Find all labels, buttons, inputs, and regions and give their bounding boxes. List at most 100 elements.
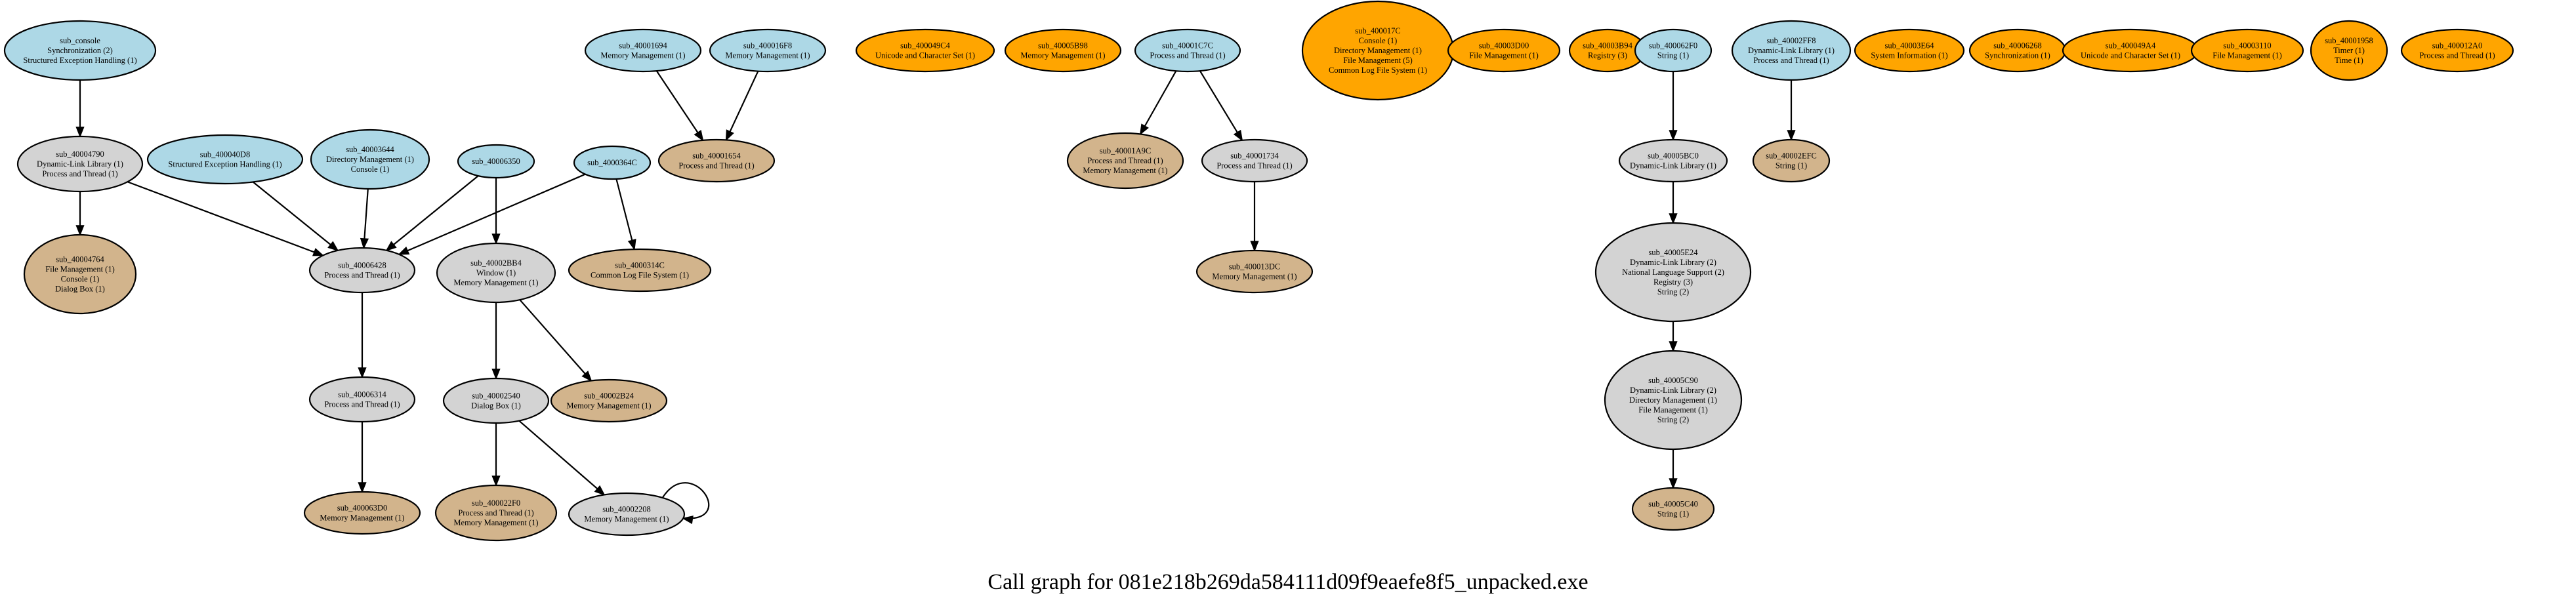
node-title: sub_400012A0 [2432, 41, 2482, 51]
node-title: sub_40002EFC [1766, 152, 1817, 161]
node-label-line: Process and Thread (1) [42, 169, 117, 178]
edge-line [615, 178, 633, 242]
node-label-line: Common Log File System (1) [591, 271, 689, 280]
node-label-line: Memory Management (1) [453, 518, 538, 527]
node-label-line: Memory Management (1) [584, 515, 669, 524]
node-ellipse [568, 492, 686, 536]
node-label-line: Unicode and Character Set (1) [2081, 51, 2180, 60]
node-title: sub_40001958 [2325, 36, 2373, 45]
node-label-line: Memory Management (1) [453, 278, 538, 287]
node-sub-4000364c: sub_4000364C [573, 145, 652, 180]
node-label-line: Dialog Box (1) [471, 401, 521, 411]
node-label-line: Memory Management (1) [320, 514, 404, 523]
edge-sub-4000364c-to-sub-4000314c [615, 178, 636, 251]
node-ellipse [657, 138, 776, 183]
edge-arrowhead [491, 369, 501, 380]
node-title: sub_4000314C [615, 261, 665, 270]
node-label-line: Memory Management (1) [1083, 166, 1167, 175]
edges-layer [75, 70, 1796, 525]
node-ellipse [1631, 487, 1715, 531]
node-title: sub_40006350 [472, 157, 520, 166]
node-label-line: String (1) [1657, 510, 1689, 519]
edge-line [405, 173, 586, 253]
edge-sub-400040d8-to-sub-40006428 [252, 181, 339, 252]
node-label-line: String (1) [1657, 51, 1689, 60]
edge-arrowhead [1250, 241, 1259, 253]
node-ellipse [1195, 249, 1314, 294]
node-label-line: Registry (3) [1588, 51, 1627, 60]
edge-sub-400062f0-to-sub-40005bc0 [1669, 71, 1678, 142]
node-ellipse [23, 233, 137, 315]
node-ellipse [584, 28, 702, 73]
edge-sub-40006350-to-sub-40002bb4 [491, 178, 501, 245]
node-title: sub_400062F0 [1649, 41, 1697, 51]
edge-arrowhead [1139, 123, 1149, 136]
node-label-line: Process and Thread (1) [2419, 51, 2495, 60]
edge-line [252, 181, 333, 247]
node-label-line: Process and Thread (1) [678, 161, 754, 171]
node-title: sub_40002FF8 [1766, 36, 1816, 45]
node-label-line: Dynamic-Link Library (2) [1630, 386, 1716, 395]
node-ellipse [855, 28, 995, 73]
node-label-line: Process and Thread (1) [1753, 56, 1829, 65]
node-label-line: Dynamic-Link Library (1) [1748, 46, 1835, 55]
node-ellipse [3, 20, 157, 81]
node-ellipse [146, 134, 304, 185]
edge-arrowhead [75, 127, 85, 138]
edge-line [661, 482, 710, 519]
node-label-line: Directory Management (1) [326, 155, 414, 164]
node-title: sub_40006314 [338, 390, 386, 399]
edge-line [1143, 70, 1177, 128]
edge-arrowhead [725, 129, 734, 142]
node-label-line: Memory Management (1) [566, 401, 651, 411]
edge-sub-40002208-to-sub-40002208 [661, 482, 710, 525]
edge-sub-40002ff8-to-sub-40002efc [1787, 80, 1796, 142]
node-label-line: File Management (1) [1638, 405, 1708, 414]
edge-arrowhead [491, 475, 501, 487]
node-title: sub_40003E64 [1885, 41, 1935, 51]
node-ellipse [2190, 28, 2304, 73]
node-ellipse [308, 247, 416, 294]
edge-line [364, 188, 369, 241]
edge-sub-40001694-to-sub-40001654 [655, 70, 704, 142]
edge-arrowhead [694, 129, 704, 142]
node-label-line: Structured Exception Handling (1) [23, 56, 136, 65]
edge-sub-40006314-to-sub-400063d0 [358, 422, 367, 494]
node-title: sub_40003D00 [1479, 41, 1529, 51]
node-label-line: Process and Thread (1) [324, 271, 400, 280]
node-ellipse [2310, 20, 2388, 81]
node-ellipse [442, 377, 550, 424]
node-ellipse [434, 484, 558, 542]
edge-line [127, 181, 316, 254]
node-title: sub_400063D0 [337, 504, 387, 513]
node-title: sub_40002BB4 [470, 258, 522, 268]
edge-sub-40001734-to-sub-400013dc [1250, 182, 1259, 253]
edge-sub-40001c7c-to-sub-40001734 [1199, 70, 1243, 142]
node-label-line: String (2) [1657, 287, 1689, 296]
node-label-line: Timer (1) [2333, 46, 2365, 55]
edge-arrowhead [327, 241, 339, 252]
edge-line [655, 70, 699, 134]
node-title: sub_40001734 [1230, 152, 1279, 161]
node-title: sub_40001A9C [1100, 146, 1151, 155]
edge-sub-400016f8-to-sub-40001654 [725, 71, 759, 142]
graph-caption: Call graph for 081e218b269da584111d09f9e… [987, 570, 1588, 594]
node-label-line: Dynamic-Link Library (2) [1630, 258, 1716, 267]
node-label-line: Window (1) [476, 268, 516, 277]
edge-sub-40004790-to-sub-40004764 [75, 192, 85, 237]
